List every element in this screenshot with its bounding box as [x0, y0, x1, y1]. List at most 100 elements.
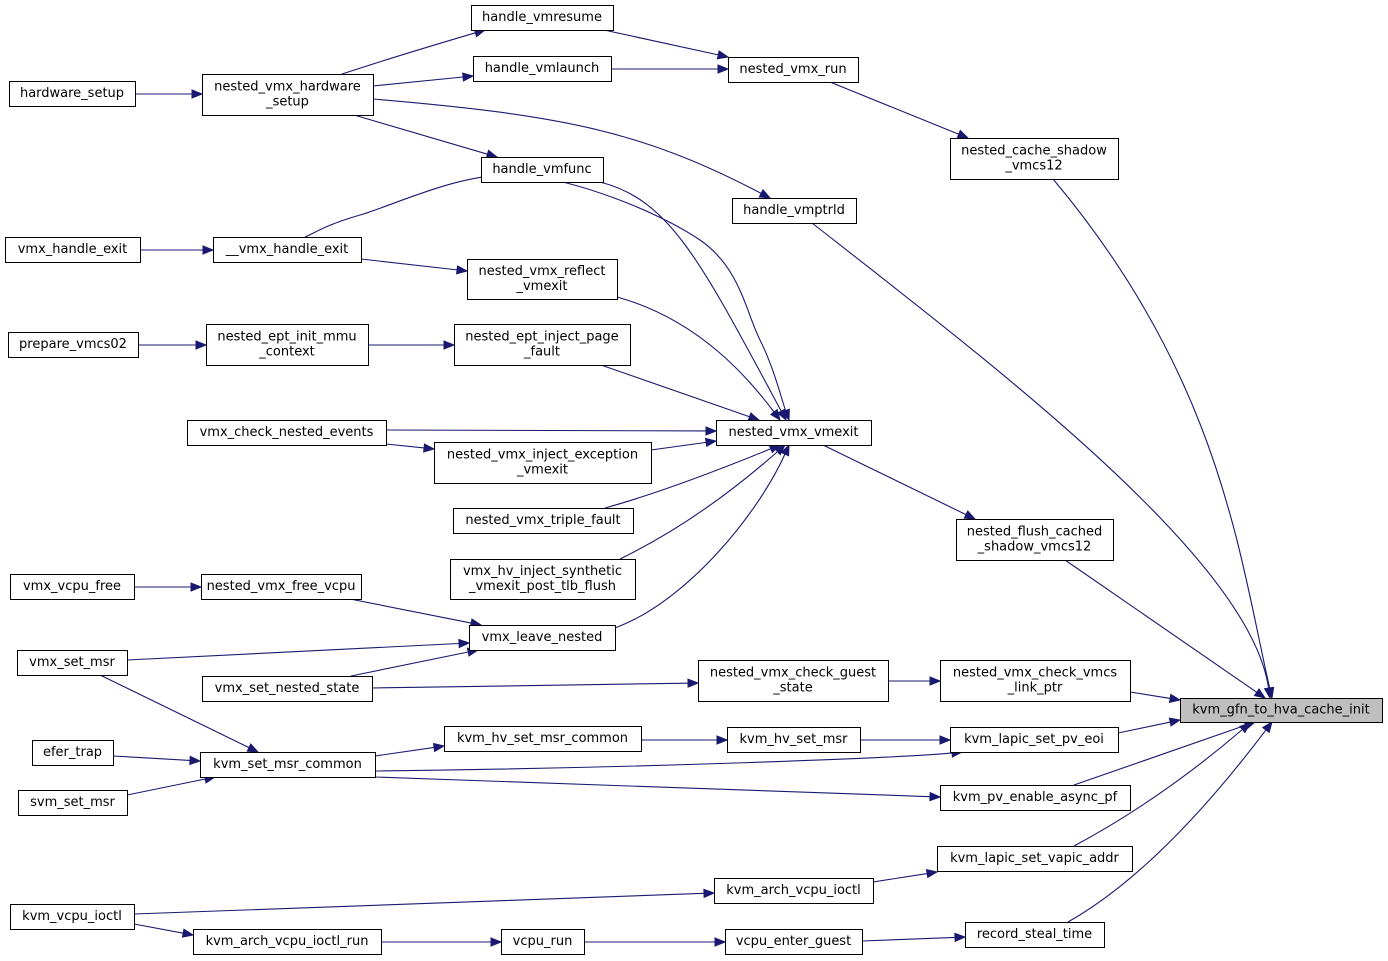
node-box: [714, 878, 874, 904]
node-label: kvm_arch_vcpu_ioctl: [726, 883, 861, 898]
node-box: [698, 660, 889, 702]
function-node-kvm-set-msr-common[interactable]: kvm_set_msr_common: [200, 752, 376, 778]
function-node-vmx-set-msr[interactable]: vmx_set_msr: [17, 650, 128, 676]
function-node-vmx-vcpu-free[interactable]: vmx_vcpu_free: [10, 574, 135, 600]
arrow-head-icon: [456, 265, 469, 275]
function-node-nested-vmx-hardware-setup[interactable]: nested_vmx_hardware_setup: [202, 74, 374, 116]
function-node-kvm-lapic-set-pv-eoi[interactable]: kvm_lapic_set_pv_eoi: [950, 727, 1119, 753]
arrow-head-icon: [716, 735, 729, 745]
edge-line: [600, 364, 750, 418]
node-label: nested_vmx_free_vcpu: [207, 579, 356, 594]
arrow-head-icon: [705, 426, 718, 436]
node-label: nested_ept_inject_page: [465, 330, 618, 345]
function-node-hardware-setup[interactable]: hardware_setup: [9, 81, 136, 107]
function-node-prepare-vmcs02[interactable]: prepare_vmcs02: [8, 332, 139, 358]
call-edge: [829, 81, 970, 139]
node-box: [213, 237, 362, 263]
function-node-vcpu-enter-guest[interactable]: vcpu_enter_guest: [725, 929, 863, 955]
function-node-svm-set-msr[interactable]: svm_set_msr: [18, 790, 128, 816]
call-edge: [860, 735, 952, 745]
node-label: kvm_lapic_set_vapic_addr: [950, 851, 1119, 866]
node-box: [206, 324, 369, 366]
edge-line: [604, 448, 771, 509]
function-node-vmx-leave-nested[interactable]: vmx_leave_nested: [469, 625, 616, 651]
call-edges: [99, 28, 1275, 947]
call-edge: [1067, 720, 1273, 923]
call-edge: [353, 114, 499, 159]
function-node-nested-vmx-reflect-vmexit[interactable]: nested_vmx_reflect_vmexit: [467, 259, 618, 300]
function-node-nested-vmx-free-vcpu[interactable]: nested_vmx_free_vcpu: [201, 574, 362, 600]
node-label: svm_set_msr: [30, 795, 115, 810]
edge-line: [374, 746, 435, 757]
node-box: [202, 74, 374, 116]
call-edge: [304, 174, 790, 422]
edge-line: [616, 296, 775, 413]
edge-line: [372, 98, 762, 194]
call-edge: [385, 426, 718, 436]
node-box: [950, 138, 1119, 180]
function-node-kvm-lapic-set-vapic-addr[interactable]: kvm_lapic_set_vapic_addr: [937, 846, 1133, 872]
function-node-handle-vmresume[interactable]: handle_vmresume: [471, 5, 614, 31]
edge-line: [133, 892, 705, 915]
function-node-kvm-arch-vcpu-ioctl[interactable]: kvm_arch_vcpu_ioctl: [714, 878, 874, 904]
function-node-vmx-handle-exit[interactable]: vmx_handle_exit: [5, 237, 141, 263]
function-node-efer-trap[interactable]: efer_trap: [32, 740, 114, 766]
node-label: nested_vmx_check_vmcs: [953, 666, 1117, 681]
arrow-head-icon: [202, 245, 215, 255]
arrow-head-icon: [956, 129, 970, 139]
call-edge: [611, 64, 730, 74]
node-box: [467, 259, 618, 300]
function-node-handle-vmfunc[interactable]: handle_vmfunc: [481, 157, 604, 183]
function-node-nested-vmx-inject-exception-vmexit[interactable]: nested_vmx_inject_exception_vmexit: [434, 442, 652, 484]
edge-line: [304, 174, 787, 411]
function-node-vcpu-run[interactable]: vcpu_run: [501, 929, 585, 955]
function-node-record-steal-time[interactable]: record_steal_time: [965, 922, 1105, 948]
function-node-vmx-hv-inject-synthetic-vmexit-post-tlb-flush[interactable]: vmx_hv_inject_synthetic_vmexit_post_tlb_…: [450, 559, 636, 600]
node-label: kvm_hv_set_msr_common: [457, 731, 628, 746]
edge-line: [599, 181, 782, 412]
function-node-kvm-hv-set-msr[interactable]: kvm_hv_set_msr: [727, 727, 861, 753]
edge-line: [1117, 721, 1171, 734]
node-box: [481, 157, 604, 183]
function-node-handle-vmptrld[interactable]: handle_vmptrld: [732, 198, 857, 224]
call-edge: [381, 937, 503, 947]
node-label: nested_vmx_reflect: [479, 264, 606, 279]
function-node-kvm-vcpu-ioctl[interactable]: kvm_vcpu_ioctl: [10, 904, 135, 930]
edge-line: [372, 76, 464, 87]
function-node-nested-ept-inject-page-fault[interactable]: nested_ept_inject_page_fault: [454, 324, 631, 366]
call-edge: [341, 28, 487, 75]
node-label: kvm_gfn_to_hva_cache_init: [1192, 703, 1369, 718]
function-node-nested-ept-init-mmu-context[interactable]: nested_ept_init_mmu_context: [206, 324, 369, 366]
function-node-nested-vmx-triple-fault[interactable]: nested_vmx_triple_fault: [453, 508, 634, 534]
function-node-kvm-hv-set-msr-common[interactable]: kvm_hv_set_msr_common: [444, 726, 642, 752]
call-edge: [360, 258, 469, 275]
function-node-nested-vmx-check-guest-state[interactable]: nested_vmx_check_guest_state: [698, 660, 889, 702]
function-node-vmx-handle-exit[interactable]: __vmx_handle_exit: [213, 237, 362, 263]
function-node-vmx-check-nested-events[interactable]: vmx_check_nested_events: [187, 420, 387, 446]
function-node-nested-vmx-vmexit[interactable]: nested_vmx_vmexit: [716, 420, 872, 446]
node-label: handle_vmfunc: [492, 162, 591, 177]
function-node-nested-vmx-run[interactable]: nested_vmx_run: [728, 57, 859, 83]
node-box: [950, 727, 1119, 753]
arrow-head-icon: [490, 937, 503, 947]
arrow-head-icon: [432, 742, 446, 753]
function-node-kvm-gfn-to-hva-cache-init[interactable]: kvm_gfn_to_hva_cache_init: [1180, 698, 1383, 723]
node-box: [18, 790, 128, 816]
function-node-kvm-pv-enable-async-pf[interactable]: kvm_pv_enable_async_pf: [940, 785, 1131, 811]
node-label: vmx_hv_inject_synthetic: [463, 564, 622, 579]
function-node-vmx-set-nested-state[interactable]: vmx_set_nested_state: [202, 676, 373, 702]
node-box: [471, 5, 614, 31]
function-node-nested-cache-shadow-vmcs12[interactable]: nested_cache_shadow_vmcs12: [950, 138, 1119, 180]
node-box: [728, 57, 859, 83]
node-box: [187, 420, 387, 446]
node-label: nested_vmx_inject_exception: [447, 448, 638, 463]
node-label: kvm_set_msr_common: [213, 757, 362, 772]
function-node-nested-flush-cached-shadow-vmcs12[interactable]: nested_flush_cached_shadow_vmcs12: [956, 519, 1114, 561]
function-node-nested-vmx-check-vmcs-link-ptr[interactable]: nested_vmx_check_vmcs_link_ptr: [940, 660, 1131, 702]
call-edge: [138, 340, 208, 350]
node-box: [732, 198, 857, 224]
function-nodes: kvm_gfn_to_hva_cache_init nested_cache_sh…: [5, 5, 1383, 955]
function-node-kvm-arch-vcpu-ioctl-run[interactable]: kvm_arch_vcpu_ioctl_run: [193, 929, 382, 955]
function-node-handle-vmlaunch[interactable]: handle_vmlaunch: [473, 56, 612, 82]
call-edge: [1129, 691, 1182, 704]
